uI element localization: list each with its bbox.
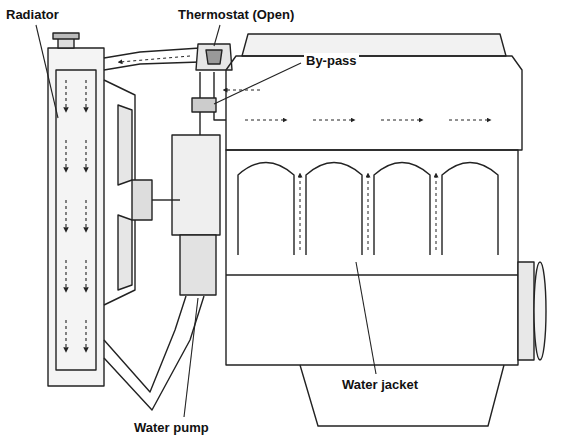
fan-hub bbox=[132, 180, 152, 220]
leader-line bbox=[214, 25, 220, 46]
leader-line bbox=[36, 25, 58, 118]
lower-hose bbox=[104, 296, 204, 410]
fan-shroud bbox=[104, 80, 135, 305]
pump-shaft bbox=[152, 199, 180, 200]
lower-hose bbox=[104, 296, 186, 392]
coolant-flow-arrows bbox=[66, 80, 86, 350]
pump-housing bbox=[172, 135, 220, 235]
thermostat-housing bbox=[196, 44, 232, 70]
leader-lines bbox=[36, 25, 376, 417]
upper-hose bbox=[104, 48, 200, 58]
jacket-flow-arrow bbox=[225, 90, 489, 250]
part-label: Water pump bbox=[132, 420, 211, 435]
water-pump-body bbox=[180, 235, 216, 295]
leader-line bbox=[356, 262, 376, 374]
bypass-fitting bbox=[192, 98, 216, 112]
leader-line bbox=[184, 298, 198, 417]
valve-cover bbox=[242, 34, 506, 56]
flow-arrow bbox=[120, 56, 190, 62]
upper-hose bbox=[104, 62, 200, 70]
crank-pulley bbox=[534, 262, 546, 360]
radiator-cap bbox=[53, 33, 79, 39]
cylinder-head bbox=[226, 56, 522, 150]
cylinder-block bbox=[226, 150, 518, 365]
part-label: Thermostat (Open) bbox=[176, 7, 296, 22]
part-label: Radiator bbox=[4, 7, 61, 22]
radiator-body bbox=[48, 48, 104, 386]
fan-blade bbox=[118, 105, 132, 290]
part-label: Water jacket bbox=[340, 377, 420, 392]
radiator-core bbox=[56, 70, 96, 370]
oil-pan bbox=[300, 365, 504, 426]
cylinder-bore bbox=[238, 163, 498, 256]
block-line bbox=[226, 274, 518, 275]
crank-pulley bbox=[518, 262, 534, 360]
thermostat-valve bbox=[206, 50, 222, 64]
part-label: By-pass bbox=[304, 53, 359, 68]
leader-line bbox=[214, 63, 301, 104]
